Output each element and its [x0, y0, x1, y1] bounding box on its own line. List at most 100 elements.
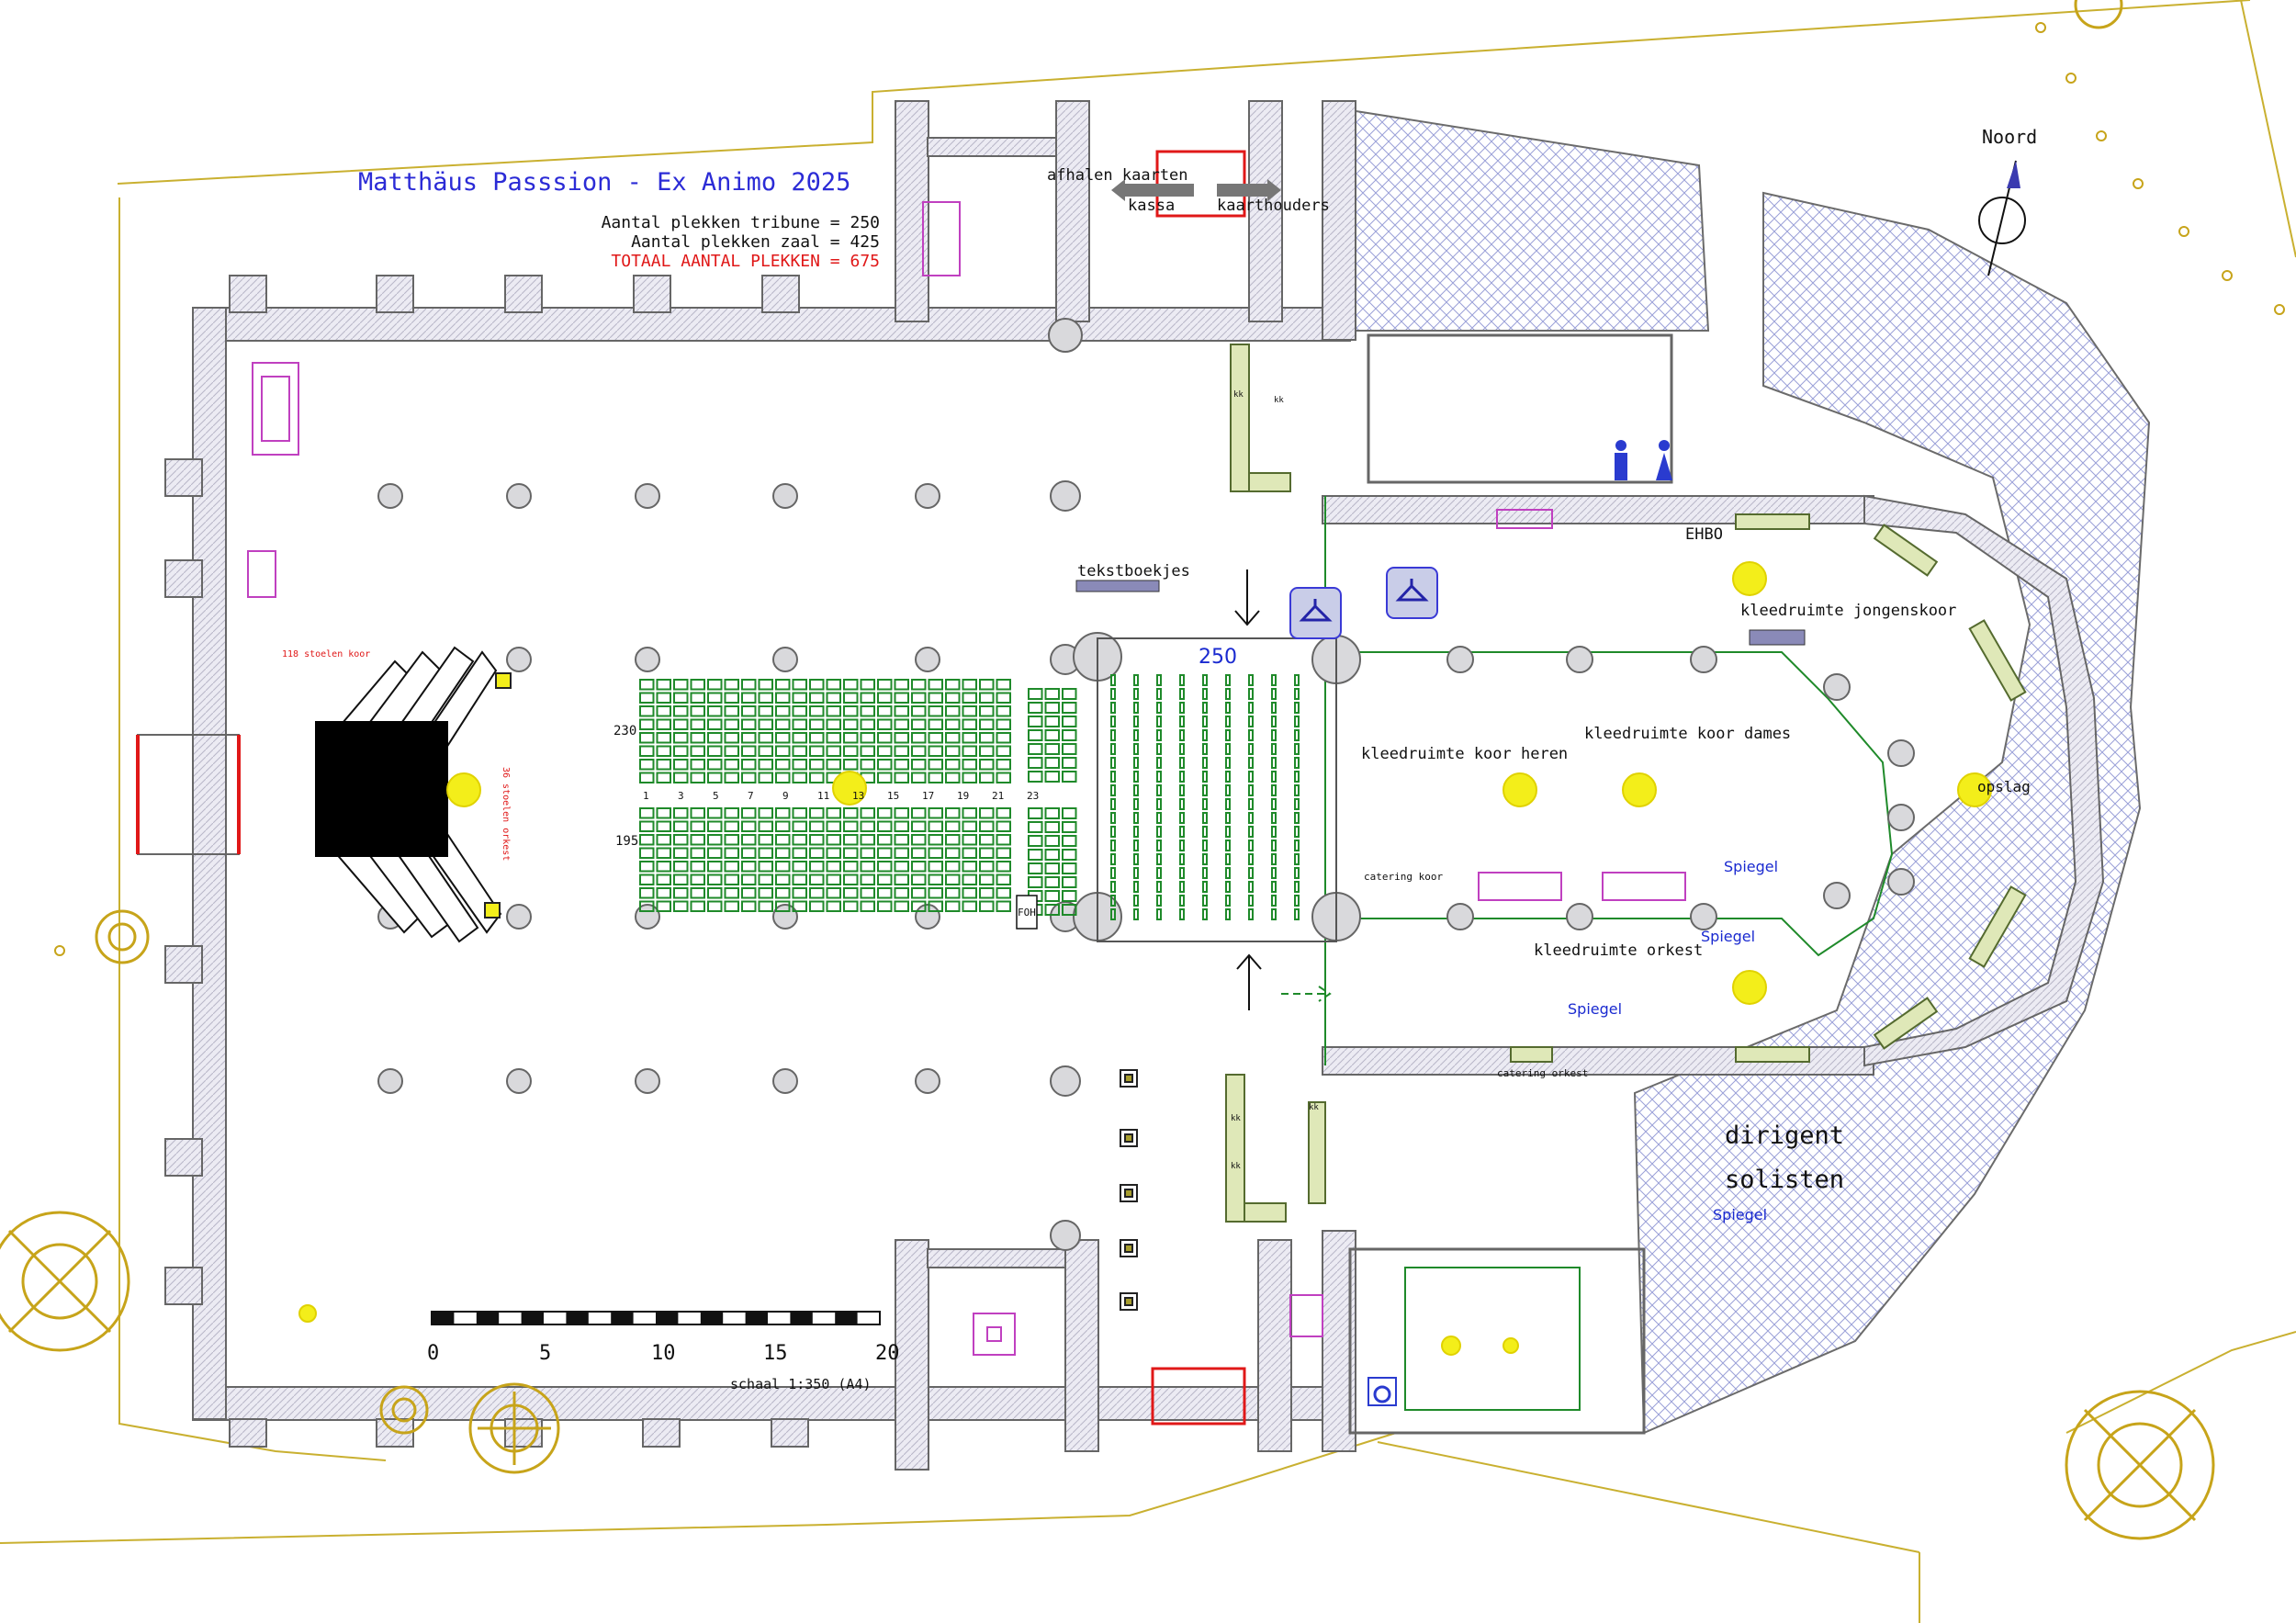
seat — [928, 705, 943, 717]
seat — [639, 759, 655, 771]
scale-segment — [790, 1312, 813, 1324]
seat — [979, 745, 995, 757]
seat — [758, 847, 773, 859]
seat — [1062, 849, 1077, 861]
seat — [894, 887, 909, 899]
coat-hanger-icon — [1386, 567, 1438, 619]
seat — [1044, 807, 1060, 819]
seat — [673, 705, 689, 717]
seat — [1044, 771, 1060, 783]
label-kk: kk — [1309, 1103, 1319, 1112]
label-kassa: kassa — [1128, 197, 1175, 215]
seat — [877, 718, 893, 730]
seat — [792, 692, 807, 704]
label-kk: kk — [1231, 1114, 1241, 1123]
seat — [639, 745, 655, 757]
seat — [792, 861, 807, 873]
seat — [656, 679, 671, 691]
seat — [979, 887, 995, 899]
label-ehbo: EHBO — [1685, 525, 1723, 544]
seat — [673, 745, 689, 757]
seat — [724, 834, 739, 846]
tribune-seat — [1294, 881, 1300, 893]
lamp-icon — [1441, 1336, 1461, 1356]
tribune-seat — [1294, 895, 1300, 907]
seat — [1028, 807, 1043, 819]
seat — [656, 705, 671, 717]
seat — [826, 692, 841, 704]
page-title: Matthäus Passsion - Ex Animo 2025 — [358, 168, 850, 197]
seat — [1044, 835, 1060, 847]
label-kk: kk — [1231, 1162, 1241, 1171]
tribune-seat — [1248, 771, 1254, 783]
seat — [843, 861, 859, 873]
seat — [707, 834, 723, 846]
tribune-seat — [1271, 716, 1277, 727]
seat — [928, 679, 943, 691]
seat — [741, 745, 757, 757]
seat — [860, 847, 875, 859]
seat — [1044, 876, 1060, 888]
seat — [979, 692, 995, 704]
seat — [1062, 904, 1077, 916]
seat — [656, 732, 671, 744]
tribune-seat — [1179, 867, 1185, 879]
seat — [639, 820, 655, 832]
scale-tick-label: 0 — [427, 1342, 439, 1365]
tribune-seat — [1225, 743, 1231, 755]
seat — [673, 861, 689, 873]
tribune-seat — [1248, 688, 1254, 700]
tribune-seat — [1271, 743, 1277, 755]
label-stoelen-orkest: 36 stoelen orkest — [501, 767, 511, 861]
seat — [843, 745, 859, 757]
seat — [707, 745, 723, 757]
tribune-seat — [1110, 702, 1116, 714]
coat-hanger-icon — [1289, 587, 1342, 639]
seat — [894, 745, 909, 757]
tribune-seat — [1110, 771, 1116, 783]
tribune-seat — [1248, 881, 1254, 893]
tribune-seat — [1294, 826, 1300, 838]
seat — [775, 759, 791, 771]
seat — [724, 692, 739, 704]
seat — [877, 772, 893, 783]
seat — [860, 679, 875, 691]
tribune-seat — [1294, 798, 1300, 810]
seat — [690, 718, 705, 730]
seat — [928, 807, 943, 819]
seat — [860, 834, 875, 846]
seat — [690, 807, 705, 819]
tribune-seat — [1294, 784, 1300, 796]
seat — [911, 718, 927, 730]
seat — [656, 718, 671, 730]
seat — [1062, 876, 1077, 888]
tribune-seat — [1179, 798, 1185, 810]
seat — [928, 718, 943, 730]
tribune-seat — [1179, 771, 1185, 783]
label-tekstboekjes: tekstboekjes — [1077, 562, 1190, 580]
tribune-count: 250 — [1199, 646, 1237, 669]
seat — [1028, 729, 1043, 741]
seat — [741, 873, 757, 885]
tribune-seat — [1248, 867, 1254, 879]
tribune-seat — [1225, 771, 1231, 783]
tribune-seat — [1225, 867, 1231, 879]
seat — [945, 807, 961, 819]
seat — [690, 887, 705, 899]
seat — [690, 705, 705, 717]
tribune-seat — [1271, 908, 1277, 920]
seat — [707, 759, 723, 771]
tribune-seat — [1248, 716, 1254, 727]
seat — [724, 732, 739, 744]
tribune-seat — [1133, 908, 1139, 920]
seat — [826, 732, 841, 744]
seat — [775, 772, 791, 783]
seat-number: 7 — [748, 790, 754, 802]
tribune-seat — [1133, 812, 1139, 824]
arrows — [1111, 179, 1332, 1010]
seat — [1044, 821, 1060, 833]
tribune-seat — [1133, 743, 1139, 755]
label-dirigent: dirigent — [1725, 1121, 1844, 1150]
seat — [911, 692, 927, 704]
seat — [1062, 890, 1077, 902]
